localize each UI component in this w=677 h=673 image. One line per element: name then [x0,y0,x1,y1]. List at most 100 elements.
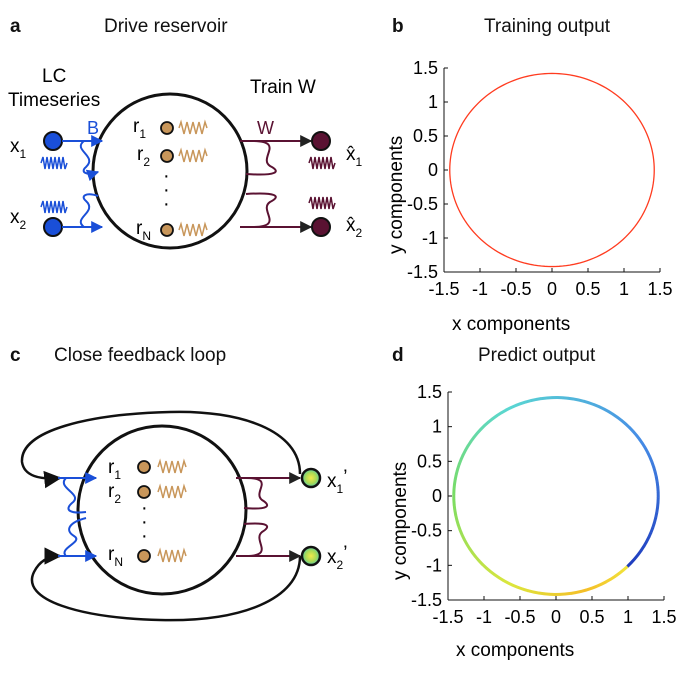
node-n-signal [178,221,208,237]
chart-d-series-segment [493,573,501,580]
chart-d-series-segment [600,580,607,586]
chart-d-series-segment [452,504,457,511]
chart-d-ylabel: y components [390,462,411,580]
chart-d-ytick-label: 0 [432,486,442,506]
chart-d-series-segment [456,463,461,470]
input-connection-2 [62,193,99,228]
output-signal-1 [308,156,336,170]
chart-b-ytick-label: -0.5 [407,194,438,214]
chart-d-series-segment [652,517,658,524]
input-node-2 [43,217,63,237]
chart-d-series-segment [655,481,660,488]
chart-d-series-segment [452,478,457,485]
chart-b-xtick-label: 1.5 [647,279,672,299]
chart-d-series-segment [636,549,643,556]
node-label-2: r2 [137,144,150,169]
chart-d-series-segment [607,410,614,416]
train-w-label: Train W [250,77,316,98]
feedback-loop-top [20,410,302,489]
chart-d-series-segment [543,592,550,596]
chart-d-series-segment [570,591,577,595]
chart-d-series-segment [651,522,656,529]
chart-d-series-segment [454,514,459,521]
chart-d-series-segment [522,587,529,593]
chart-d-xtick-label: -1 [476,607,492,627]
chart-d-series-segment [474,555,481,562]
predict-output-label-2: x2’ [327,543,347,572]
chart-b-xlabel: x components [452,314,570,335]
chart-d-series-segment [629,557,636,564]
chart-d-series-segment [455,519,460,526]
chart-d-series-segment [500,408,507,415]
chart-d-series-segment [620,419,627,425]
chart-d-series-segment [459,454,465,461]
chart-d-series-segment [583,399,590,405]
node-c-n [137,549,151,563]
chart-d-series-segment [483,420,490,427]
output-node-1 [311,131,331,151]
chart-d-series-segment [462,538,469,545]
timeseries-label: Timeseries [8,90,100,111]
node-ellipsis-c-3: · [141,525,148,547]
chart-d-series-segment [505,406,512,412]
chart-d-series-segment [648,456,654,463]
predict-output-node-1 [300,467,322,489]
chart-b-ytick-label: 1 [428,92,438,112]
chart-d-xtick-label: -1.5 [432,607,463,627]
chart-d-series-segment [477,559,484,566]
node-1 [160,121,174,135]
panel-c-letter: c [10,345,21,366]
chart-d-series-segment [466,440,473,447]
chart-d-series-segment [458,529,464,536]
input-signal-1 [40,156,68,170]
chart-d-series-segment [622,565,629,572]
chart-d-series-segment [647,531,653,538]
chart-d-series-segment [572,397,579,402]
reservoir-circle-closed [76,424,248,596]
node-label-c-1: r1 [108,457,121,482]
chart-b-xtick-label: 0 [547,279,557,299]
chart-d-series-segment [453,473,458,480]
chart-d-series-segment [655,507,660,514]
chart-d-series-segment [517,585,524,591]
chart-d-series-segment [562,396,569,400]
panel-a-title: Drive reservoir [104,16,228,37]
panel-a-letter: a [10,16,21,37]
chart-d-series-segment [624,422,631,429]
chart-b-xtick-label: 0.5 [575,279,600,299]
input-label-1: x1 [10,136,27,161]
node-ellipsis-2: · [163,179,170,201]
panel-b-letter: b [392,16,404,37]
node-label-c-n: rN [108,544,123,569]
output-weight-label: W [257,118,274,138]
output-label-2: x̂2 [346,215,363,240]
chart-d-series-segment [515,402,522,407]
lc-label: LC [42,66,66,87]
chart-d-series-segment [605,577,612,584]
feedback-coupling-1 [62,477,87,514]
input-label-2: x2 [10,207,27,232]
chart-d-series-segment [527,589,534,594]
node-ellipsis-c-2: · [141,511,148,533]
output-node-2 [311,217,331,237]
chart-d-xtick-label: 1 [623,607,633,627]
chart-d-ytick-label: -1 [426,555,442,575]
chart-d-series-segment [489,570,496,577]
node-2-signal [178,147,208,163]
chart-d-series-segment [642,540,648,548]
node-c-n-signal [157,547,187,563]
node-ellipsis-c-1: · [141,497,148,519]
chart-d-series-segment [454,468,460,475]
chart-d-series-segment [512,583,519,589]
chart-d-series-segment [453,509,458,516]
chart-d-series-segment [465,543,471,550]
panel-d-letter: d [392,345,404,366]
closed-output-coupling-2 [243,522,269,557]
chart-d-series-segment [578,398,585,403]
chart-d-series-segment [485,567,492,573]
chart-d-series-segment [643,447,650,454]
chart-b-xtick-label: -1.5 [428,279,459,299]
chart-d-series-segment [653,471,658,478]
feedback-loop-bottom [30,547,302,622]
